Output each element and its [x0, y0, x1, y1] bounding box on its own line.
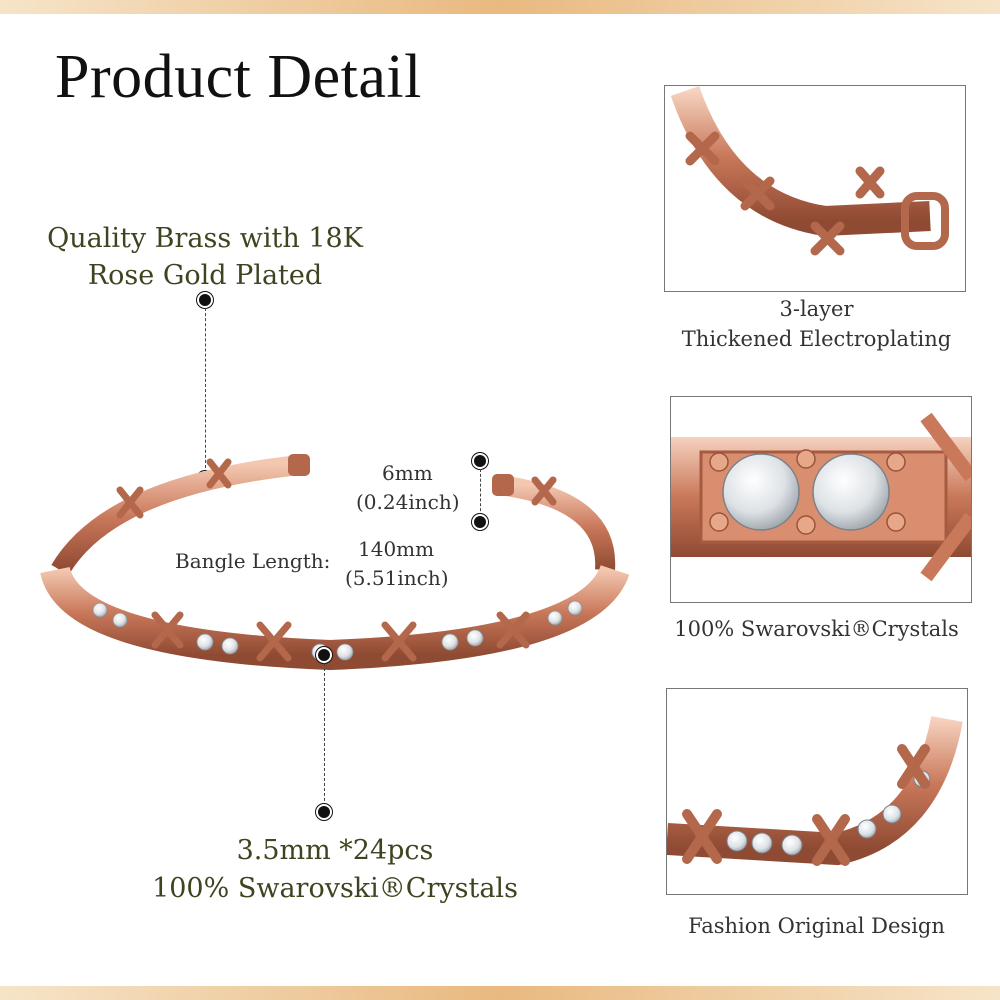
- caption-electroplating: 3-layer Thickened Electroplating: [664, 294, 969, 354]
- length-inch: (5.51inch): [345, 566, 449, 590]
- bangle-main-image: [40, 454, 630, 671]
- detail-panel-crystals: [670, 396, 972, 603]
- crystal-closeup-image: [671, 412, 971, 582]
- length-label: Bangle Length:: [175, 549, 331, 573]
- material-line-1: Quality Brass with 18K: [47, 223, 363, 254]
- caption-design: Fashion Original Design: [688, 914, 945, 938]
- material-callout: Quality Brass with 18K Rose Gold Plated: [20, 220, 390, 294]
- caption-electroplating-line-2: Thickened Electroplating: [681, 327, 952, 351]
- crystals-callout: 3.5mm *24pcs 100% Swarovski®Crystals: [110, 832, 560, 908]
- caption-crystals: 100% Swarovski®Crystals: [674, 617, 959, 641]
- material-line-2: Rose Gold Plated: [87, 260, 323, 291]
- width-dimension-line: [480, 469, 481, 516]
- crystal-anchor-dot: [318, 649, 330, 661]
- crystals-line-1: 3.5mm *24pcs: [236, 835, 434, 866]
- material-callout-dot: [199, 294, 211, 306]
- caption-electroplating-line-1: 3-layer: [779, 297, 854, 321]
- design-detail-image: [667, 715, 963, 866]
- detail-panel-design: [666, 688, 968, 895]
- width-mm: 6mm: [382, 461, 433, 485]
- crystal-leader-line: [324, 663, 325, 806]
- length-mm: 140mm: [358, 537, 435, 561]
- width-bottom-dot: [474, 516, 486, 528]
- width-inch: (0.24inch): [356, 490, 460, 514]
- crystal-callout-dot: [318, 806, 330, 818]
- top-decor-band: [0, 0, 1000, 14]
- width-top-dot: [474, 455, 486, 467]
- clasp-detail-image: [670, 86, 949, 256]
- material-leader-line: [205, 308, 206, 473]
- page-title: Product Detail: [55, 43, 422, 111]
- bottom-decor-band: [0, 986, 1000, 1000]
- crystals-line-2: 100% Swarovski®Crystals: [152, 873, 518, 904]
- detail-panel-electroplating: [664, 85, 966, 292]
